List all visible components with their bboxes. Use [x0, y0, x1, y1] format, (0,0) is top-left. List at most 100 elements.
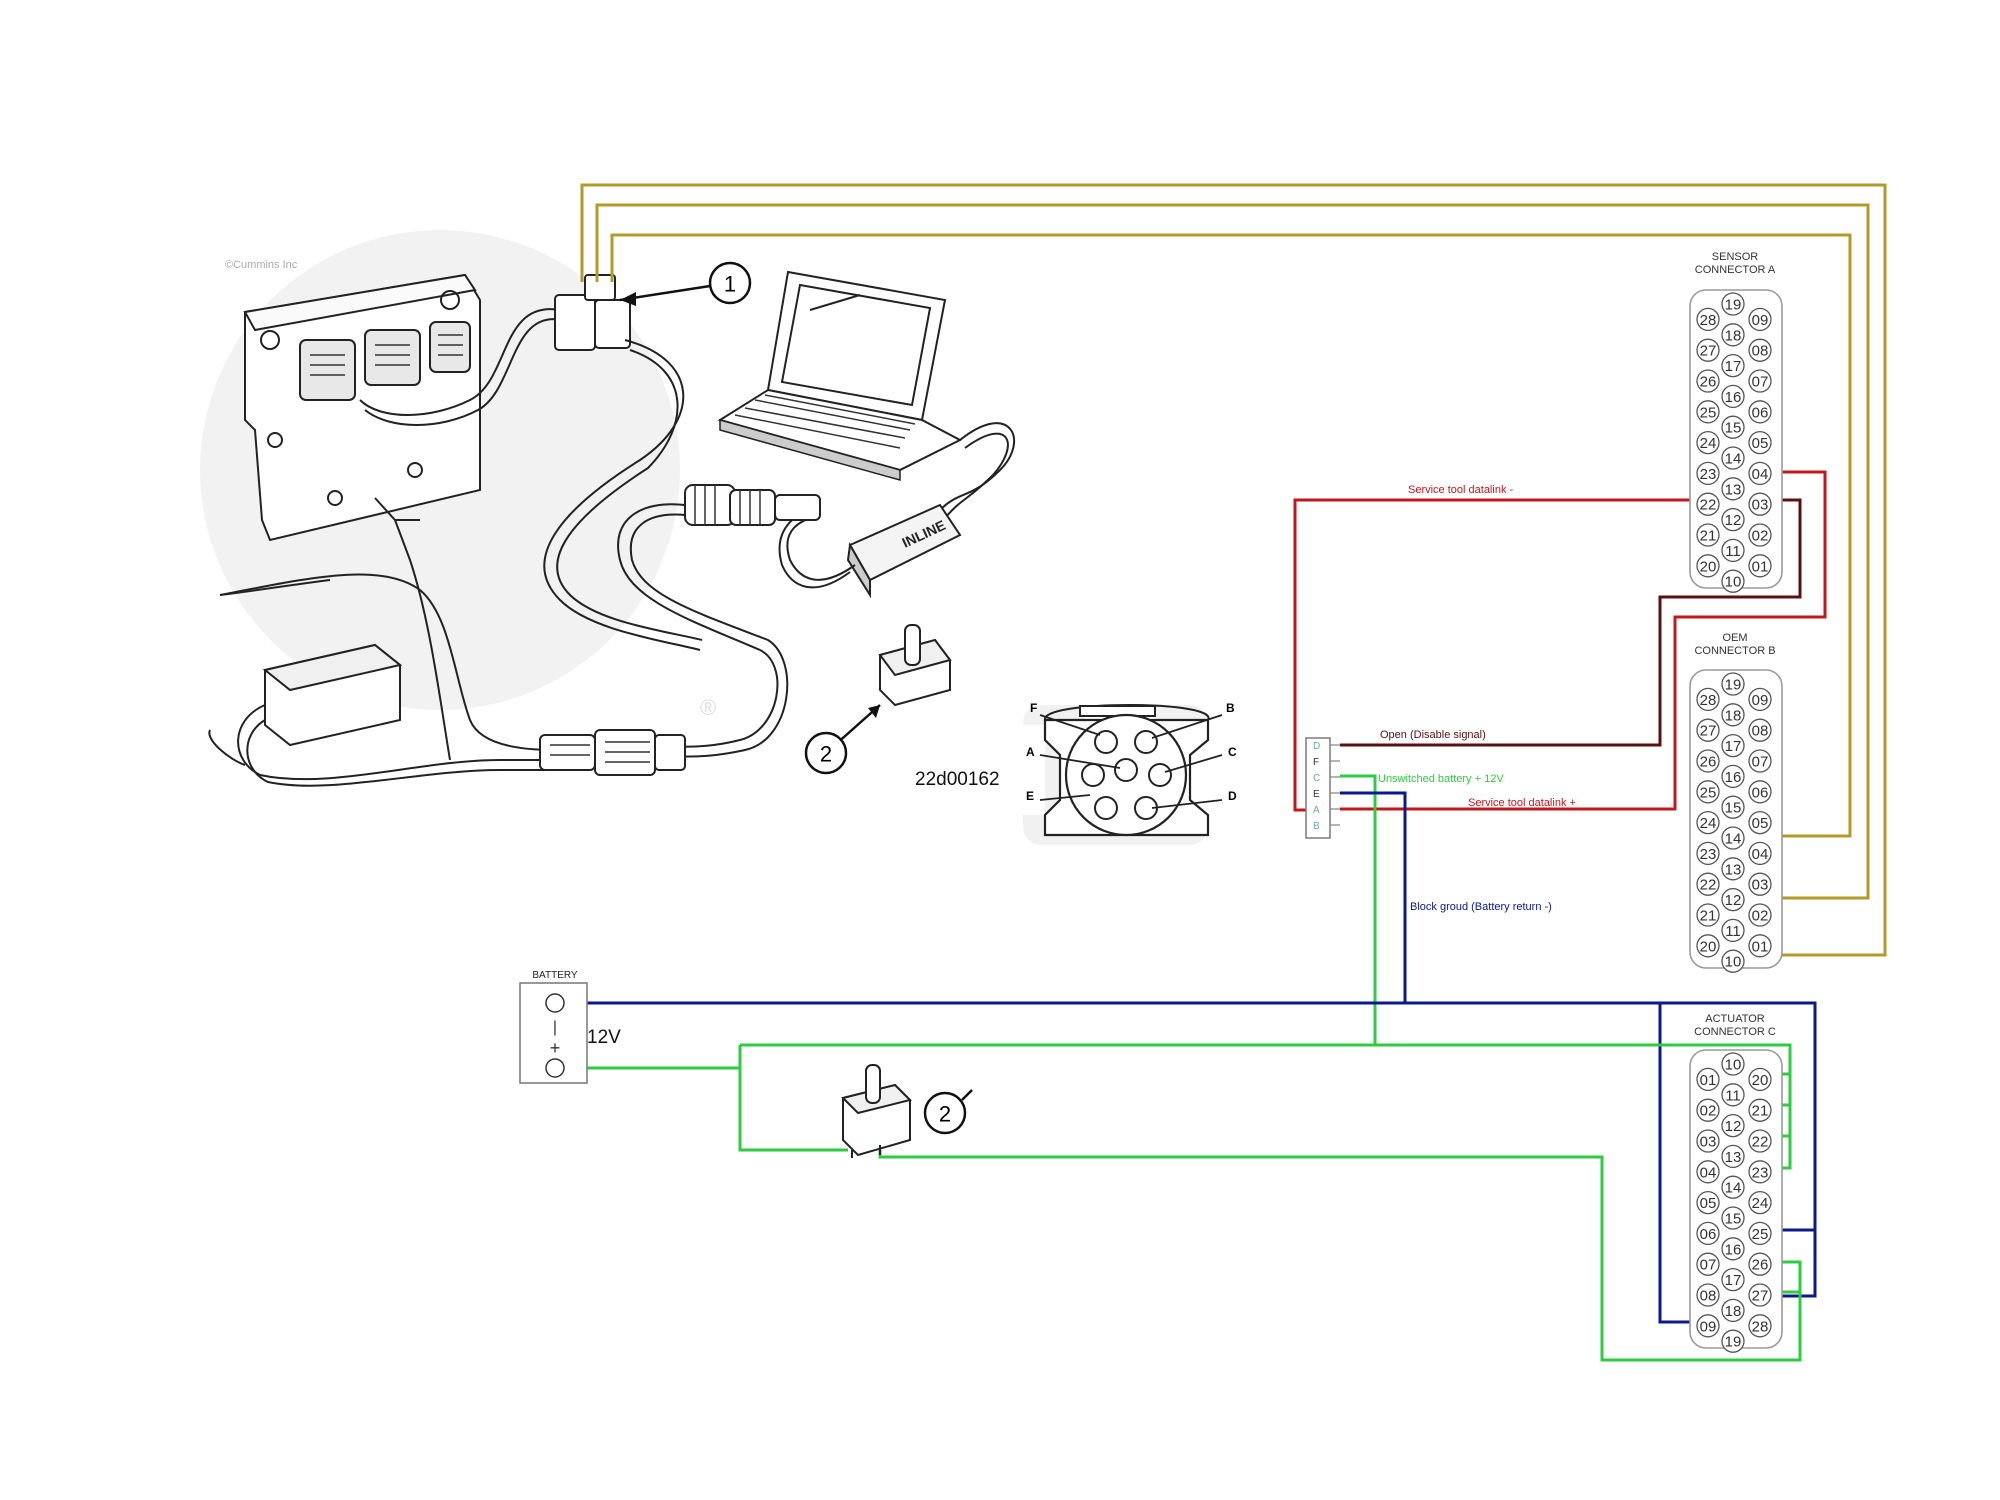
connector-pin-label: 21 [1752, 1103, 1769, 1120]
wire-battery-positive [568, 1043, 1792, 1170]
battery-title: BATTERY [532, 970, 578, 981]
connector-pin: 18 [1721, 323, 1745, 347]
connector-b-title-2: CONNECTOR B [1694, 645, 1775, 657]
connector-pin-label: 08 [1700, 1288, 1717, 1305]
connector-pin: 02 [1748, 903, 1772, 927]
connector-pin: 24 [1696, 810, 1720, 835]
connector-pin-label: 13 [1725, 481, 1742, 498]
connector-pin: 02 [1748, 523, 1772, 547]
connector-pin-label: 26 [1700, 754, 1717, 771]
connector-pin: 11 [1721, 538, 1745, 563]
connector-pin-label: 16 [1725, 769, 1742, 786]
connector-pin-label: 06 [1752, 784, 1769, 801]
connector-pin: 11 [1721, 918, 1745, 943]
connector-pin: 08 [1748, 718, 1772, 742]
connector-pin: 08 [1748, 338, 1772, 362]
connector-pin-label: 09 [1700, 1318, 1717, 1335]
connector-pin-label: 04 [1700, 1164, 1717, 1181]
connector-pin: 19 [1721, 672, 1745, 696]
connector-pin: 27 [1696, 718, 1720, 742]
callout-2b-label: 2 [939, 1102, 951, 1127]
connector-pin-label: 28 [1700, 312, 1717, 329]
connector-pin-label: 15 [1725, 800, 1742, 817]
connector-pin: 28 [1696, 687, 1720, 712]
connector-pin-label: 22 [1700, 877, 1717, 894]
connector-pin-label: 27 [1700, 723, 1717, 740]
label-open-disable: Open (Disable signal) [1380, 729, 1486, 741]
connector-pin-label: 17 [1725, 358, 1742, 375]
connector-pin-label: 05 [1700, 1195, 1717, 1212]
connector-pin: 20 [1696, 554, 1720, 578]
wire-olive-3 [610, 233, 1852, 838]
connector-pin: 05 [1696, 1190, 1720, 1215]
connector-pin: 03 [1748, 492, 1772, 516]
connector-pin-label: 24 [1700, 815, 1717, 832]
connector-pin-label: 04 [1752, 466, 1769, 483]
connector-pin-label: 14 [1725, 831, 1742, 848]
deutsch-pin-c: C [1228, 745, 1237, 759]
deutsch-pin-e: E [1026, 789, 1034, 803]
connector-pin: 06 [1696, 1221, 1720, 1246]
deutsch-pin-b: B [1226, 701, 1235, 715]
connector-pin: 02 [1696, 1098, 1720, 1122]
connector-pin: 04 [1748, 841, 1772, 866]
connector-pin-label: 21 [1700, 908, 1717, 925]
connector-pin-label: 20 [1752, 1072, 1769, 1089]
battery: BATTERY | + 12V [519, 970, 621, 1084]
connector-pin: 17 [1721, 1267, 1745, 1292]
wire-service-datalink-plus [1340, 470, 1827, 811]
battery-negative-terminal [545, 993, 565, 1013]
connector-pin-label: 24 [1752, 1195, 1769, 1212]
round-connector-icon [684, 484, 821, 526]
connector-pin: 24 [1696, 430, 1720, 455]
battery-minus-sign: | [553, 1019, 557, 1036]
connector-pin: 16 [1721, 384, 1745, 409]
inline-adapter-icon: INLINE [846, 503, 962, 599]
connector-pin-label: 15 [1725, 1211, 1742, 1228]
connector-pin-label: 11 [1725, 1087, 1741, 1104]
connector-pin: 15 [1721, 1206, 1745, 1230]
connector-pin: 20 [1696, 934, 1720, 958]
connector-pin: 25 [1696, 780, 1720, 804]
wire-olive-2 [595, 203, 1870, 900]
connector-pin-label: 08 [1752, 723, 1769, 740]
connector-pin-label: 26 [1700, 374, 1717, 391]
connector-pin: 18 [1721, 703, 1745, 727]
wire-unswitched-battery [1340, 774, 1377, 1045]
connector-pin: 26 [1748, 1252, 1772, 1276]
part-number: 22d00162 [915, 769, 1000, 790]
connector-pin: 10 [1721, 1052, 1745, 1076]
connector-pin-label: 20 [1700, 938, 1717, 955]
callout-1-label: 1 [724, 272, 736, 297]
connector-pin: 21 [1748, 1098, 1772, 1122]
connector-pin: 25 [1748, 1221, 1772, 1246]
connector-pin-label: 24 [1700, 435, 1717, 452]
connector-pin-label: 23 [1752, 1164, 1769, 1181]
connector-pin-label: 10 [1725, 574, 1742, 591]
connector-1-icon [554, 274, 631, 351]
deutsch-pin-f: F [1030, 701, 1037, 715]
connector-pin-label: 09 [1752, 312, 1769, 329]
connector-pin: 01 [1748, 934, 1772, 958]
deutsch-connector-face: F B A C E D [1023, 701, 1237, 845]
svg-text:®: ® [700, 695, 716, 720]
connector-pin: 14 [1721, 826, 1745, 850]
connector-pin-label: 03 [1752, 877, 1769, 894]
connector-pin: 21 [1696, 523, 1720, 547]
connector-pin: 17 [1721, 733, 1745, 758]
lower-toggle-switch-icon [841, 1064, 912, 1158]
connector-pin-label: 07 [1752, 374, 1769, 391]
connector-pin: 13 [1721, 1144, 1745, 1169]
label-service-minus: Service tool datalink - [1408, 484, 1513, 496]
connector-pin-label: 09 [1752, 692, 1769, 709]
terminal-strip: D F C E A B [1305, 737, 1340, 839]
connector-pin: 14 [1721, 446, 1745, 470]
connector-pin-label: 10 [1725, 954, 1742, 971]
connector-pin: 01 [1748, 554, 1772, 578]
connector-pin-label: 15 [1725, 420, 1742, 437]
connector-pin-label: 27 [1700, 343, 1717, 360]
connector-pin: 22 [1696, 492, 1720, 516]
wire-battery-negative [568, 1001, 1817, 1324]
connector-pin-label: 10 [1725, 1057, 1742, 1074]
